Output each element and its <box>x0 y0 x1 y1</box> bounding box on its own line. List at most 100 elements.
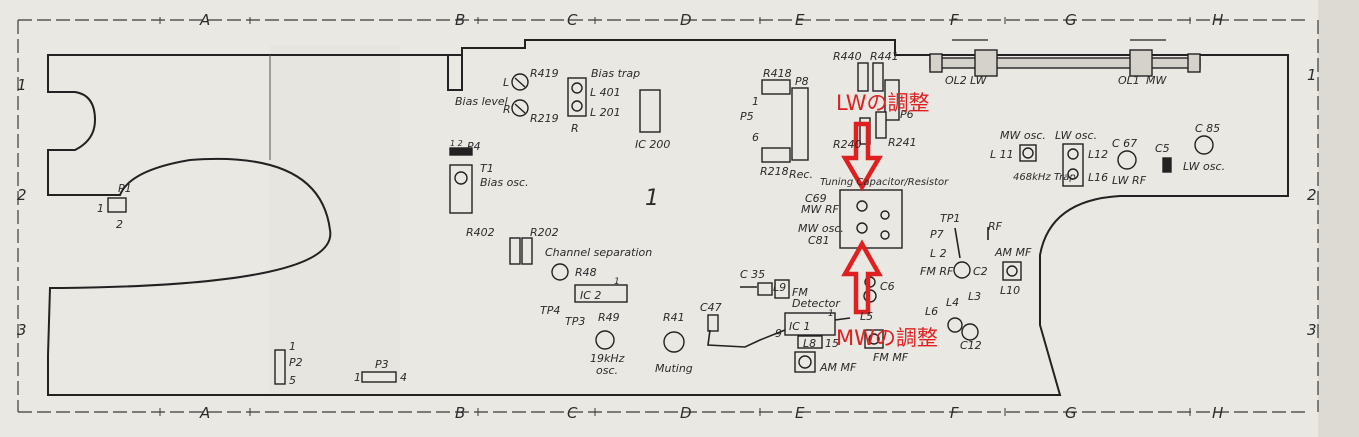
label-l3: L3 <box>968 290 981 303</box>
label-c5: C5 <box>1155 142 1170 155</box>
grid-row-3-right: 3 <box>1307 321 1317 339</box>
label-l10: L10 <box>1000 284 1020 297</box>
label-19khz: 19kHz <box>590 352 625 365</box>
label-channel-separation: Channel separation <box>545 246 652 259</box>
label-r-channel: R <box>503 103 511 116</box>
label-r219: R219 <box>530 112 559 125</box>
label-r49: R49 <box>598 311 620 324</box>
grid-col-f-top: F <box>950 11 959 29</box>
label-mw-antenna: MW <box>1146 74 1167 87</box>
label-rf: RF <box>988 220 1003 233</box>
resistor-r218 <box>761 147 791 163</box>
label-l2: L 2 <box>930 247 947 260</box>
label-r202: R202 <box>530 226 559 239</box>
components <box>107 62 1214 385</box>
connector-p6 <box>884 79 900 121</box>
label-ic2-pin1: 1 <box>614 277 620 287</box>
label-detector: Detector <box>792 297 841 310</box>
label-r419: R419 <box>530 67 559 80</box>
label-r48: R48 <box>575 266 597 279</box>
background-page-text <box>270 0 1359 437</box>
ic2-chip <box>574 284 628 303</box>
label-fm-mf: FM MF <box>873 351 909 364</box>
label-p1-pin1: 1 <box>97 202 104 215</box>
label-am-mf2: AM MF <box>819 361 857 374</box>
label-mw-osc2: MW osc. <box>798 222 844 235</box>
red-annotation-arrows <box>841 121 883 315</box>
label-ic1-pin1: 1 <box>828 309 834 319</box>
label-r402: R402 <box>466 226 495 239</box>
label-pin9: 9 <box>775 327 782 340</box>
label-c81: C81 <box>808 234 830 247</box>
trimmer-c12 <box>961 323 979 341</box>
label-l16: L16 <box>1088 171 1108 184</box>
label-p1: P1 <box>118 182 132 195</box>
label-bias-level: Bias level <box>455 95 508 108</box>
grid-col-a-top: A <box>199 11 210 29</box>
label-r218: R218 <box>760 165 789 178</box>
grid-col-g-bottom: G <box>1065 404 1077 422</box>
grid-row-2-left: 2 <box>17 186 27 204</box>
label-p7: P7 <box>930 228 944 241</box>
label-r241: R241 <box>888 136 917 149</box>
label-tp3: TP3 <box>565 315 585 328</box>
lw-adjust-arrow <box>841 121 883 192</box>
label-p5: P5 <box>740 110 754 123</box>
grid-col-b-top: B <box>455 11 465 29</box>
label-c67: C 67 <box>1112 137 1137 150</box>
label-p5-pin6: 6 <box>752 131 759 144</box>
label-l11: L 11 <box>990 148 1014 161</box>
label-l5: L5 <box>860 310 873 323</box>
wire-traces <box>707 227 989 348</box>
label-am-mf: AM MF <box>994 246 1032 259</box>
label-p6: P6 <box>900 108 914 121</box>
label-c2: C2 <box>973 265 988 278</box>
label-r41: R41 <box>663 311 685 324</box>
grid-col-h-top: H <box>1212 11 1223 29</box>
label-muting: Muting <box>655 362 693 375</box>
grid-col-a-bottom: A <box>199 404 210 422</box>
label-l6: L6 <box>925 305 938 318</box>
label-p2-pin1: 1 <box>289 340 296 353</box>
label-fm-rf: FM RF <box>920 265 954 278</box>
label-pin15: 15 <box>825 337 839 350</box>
board-notch <box>447 55 463 91</box>
ferrite-antennas <box>929 49 1201 77</box>
label-468khz-trap: 468kHz Trap <box>1013 172 1076 183</box>
annotation-mw-adjust: MWの調整 <box>836 326 938 350</box>
trimmer-r49 <box>595 330 615 350</box>
label-c47: C47 <box>700 301 722 314</box>
grid-row-2-right: 2 <box>1307 186 1317 204</box>
resistor-r418 <box>761 79 791 95</box>
label-p2-pin5: 5 <box>289 374 296 387</box>
label-p3-pin4: 4 <box>400 371 407 384</box>
label-c6: C6 <box>880 280 895 293</box>
connector-p8 <box>791 87 809 161</box>
trimmer-c67 <box>1117 150 1137 170</box>
label-ic200: IC 200 <box>635 138 670 151</box>
antenna-coil-ol2 <box>974 49 998 77</box>
label-fm: FM <box>792 286 808 299</box>
label-tp4: TP4 <box>540 304 560 317</box>
label-l12: L12 <box>1088 148 1108 161</box>
trimmer-c2 <box>953 261 971 279</box>
trimmer-r41 <box>663 331 685 353</box>
label-mw-rf: MW RF <box>801 203 840 216</box>
label-c35: C 35 <box>740 268 765 281</box>
grid-col-h-bottom: H <box>1212 404 1223 422</box>
label-bias-trap: Bias trap <box>591 67 640 80</box>
grid-row-3-left: 3 <box>17 321 27 339</box>
label-p5-pin1: 1 <box>752 95 759 108</box>
connector-p1 <box>107 197 127 213</box>
label-ol1: OL1 <box>1118 74 1140 87</box>
trimmer-r48 <box>551 263 569 281</box>
board-outline <box>47 39 1289 396</box>
label-p3: P3 <box>375 358 389 371</box>
label-p4: P4 <box>467 140 481 153</box>
grid-col-b-bottom: B <box>455 404 465 422</box>
grid-col-g-top: G <box>1065 11 1077 29</box>
label-r440: R440 <box>833 50 862 63</box>
label-ic1: IC 1 <box>789 320 810 333</box>
antenna-coil-ol1 <box>1129 49 1153 77</box>
